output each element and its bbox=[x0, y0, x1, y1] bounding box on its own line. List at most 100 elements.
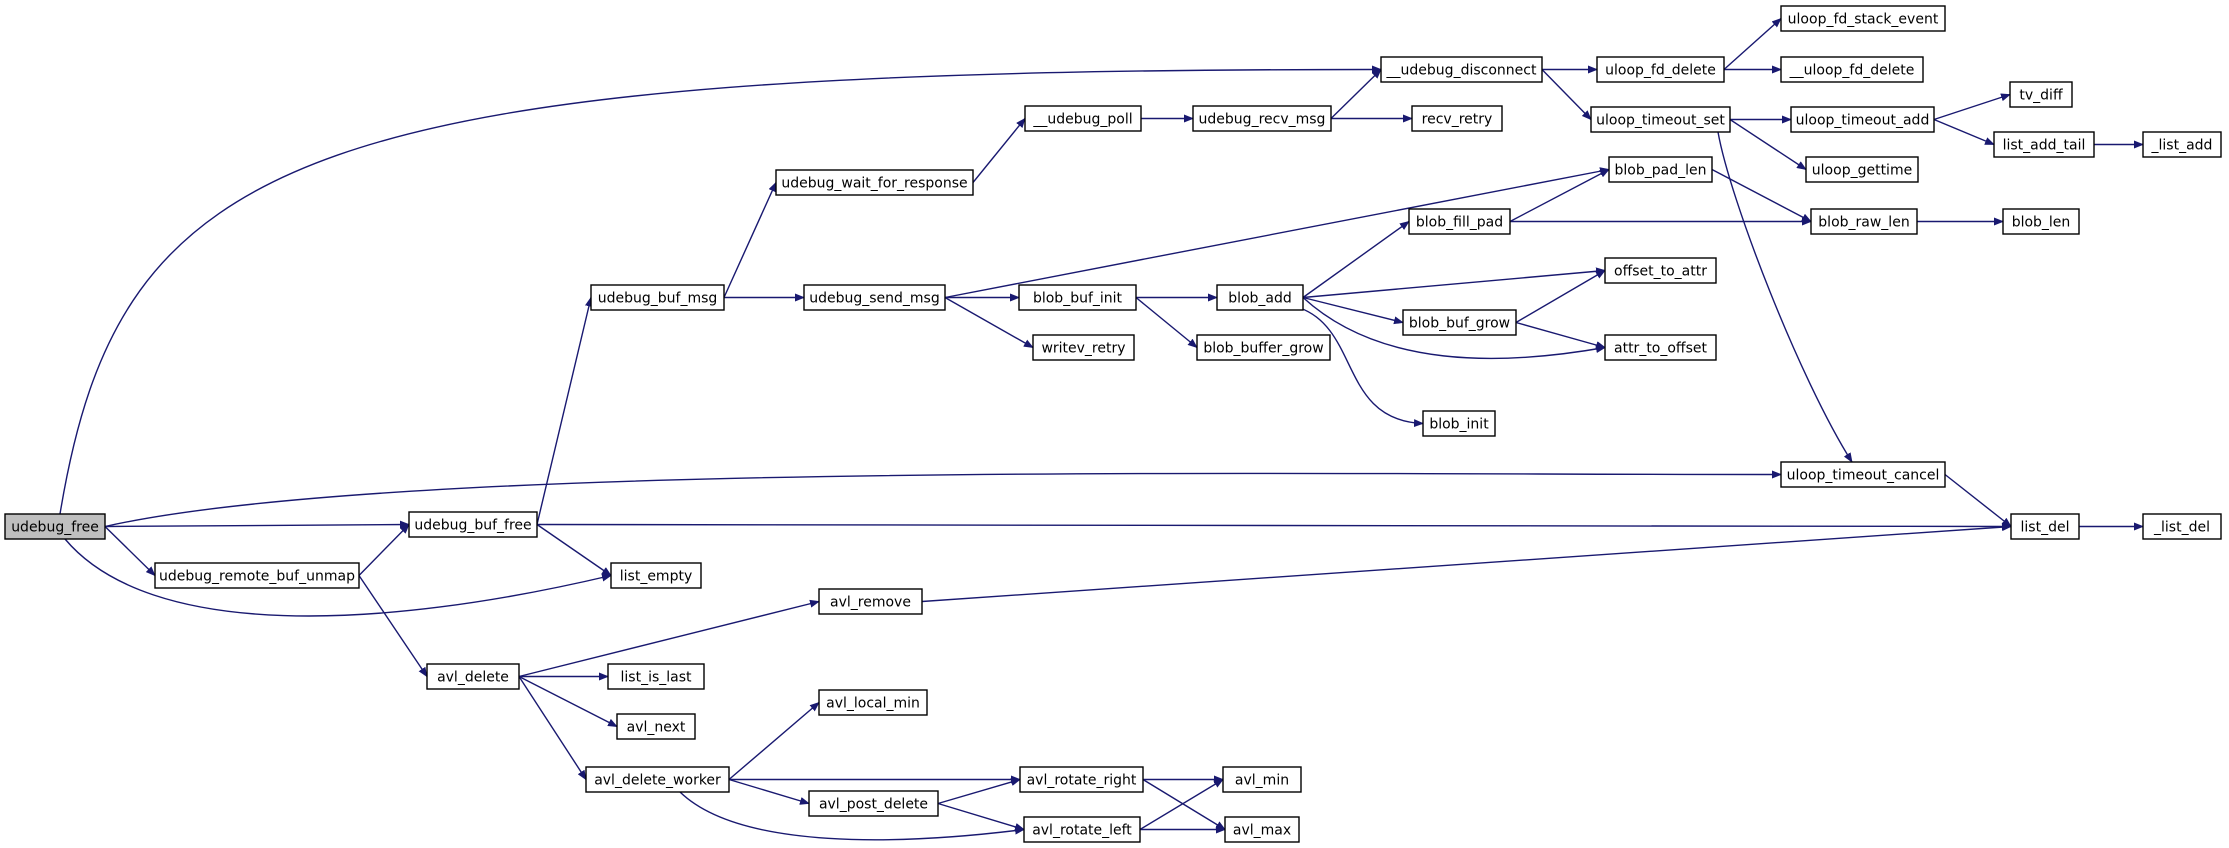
node-uloop-timeout-cancel[interactable]: uloop_timeout_cancel bbox=[1780, 461, 1946, 488]
node-box bbox=[610, 562, 702, 589]
edge bbox=[1723, 17, 1782, 71]
node-blob-add[interactable]: blob_add bbox=[1216, 284, 1304, 311]
node-label: blob_pad_len bbox=[1615, 163, 1707, 179]
edge bbox=[1515, 269, 1606, 324]
edge-blob-buf-init-to-blob-buffer-grow bbox=[1135, 296, 1198, 349]
edge-udebug-recv-msg-to-udebug-disconnect bbox=[1330, 68, 1382, 119]
node-udebug-poll[interactable]: __udebug_poll bbox=[1024, 105, 1142, 132]
node-label: tv_diff bbox=[2019, 88, 2063, 104]
node-avl-local-min[interactable]: avl_local_min bbox=[818, 689, 928, 716]
edge-blob-add-to-blob-buf-grow bbox=[1302, 296, 1404, 325]
node-label: blob_buffer_grow bbox=[1203, 341, 1323, 357]
node-udebug-buf-msg[interactable]: udebug_buf_msg bbox=[590, 284, 725, 311]
node-udebug-disconnect[interactable]: __udebug_disconnect bbox=[1380, 56, 1543, 83]
edge-avl-delete-worker-to-avl-post-delete bbox=[728, 778, 810, 805]
node-avl-rotate-left[interactable]: avl_rotate_left bbox=[1023, 816, 1141, 843]
node-label: uloop_timeout_set bbox=[1596, 113, 1725, 129]
node-box bbox=[616, 713, 696, 740]
node-label: udebug_wait_for_response bbox=[781, 176, 967, 192]
edge bbox=[104, 520, 410, 529]
node-blob-pad-len[interactable]: blob_pad_len bbox=[1608, 156, 1713, 183]
node-box bbox=[2142, 131, 2222, 158]
node-avl-delete-worker[interactable]: avl_delete_worker bbox=[585, 766, 730, 793]
edge-avl-remove-to-list-del bbox=[921, 523, 2012, 603]
node-uloop-timeout-add[interactable]: uloop_timeout_add bbox=[1790, 106, 1935, 133]
node-list-is-last[interactable]: list_is_last bbox=[607, 663, 705, 690]
node-uloop-gettime[interactable]: uloop_gettime bbox=[1805, 156, 1919, 183]
edge-uloop-timeout-add-to-list-add-tail bbox=[1933, 118, 1995, 146]
edge-udebug-buf-msg-to-udebug-wait-for-response bbox=[723, 181, 777, 298]
node-udebug-wait-for-response[interactable]: udebug_wait_for_response bbox=[775, 169, 974, 196]
edge-udebug-free-to-uloop-timeout-cancel bbox=[104, 470, 1782, 528]
node-tv-diff[interactable]: tv_diff bbox=[2009, 81, 2073, 108]
edge bbox=[358, 523, 410, 576]
edge-avl-delete-to-avl-next bbox=[518, 675, 618, 728]
node-attr-to-offset[interactable]: attr_to_offset bbox=[1604, 334, 1717, 361]
node-label: udebug_send_msg bbox=[809, 291, 940, 307]
edge bbox=[1302, 267, 1606, 299]
node-blob-init[interactable]: blob_init bbox=[1422, 410, 1496, 437]
node-avl-remove[interactable]: avl_remove bbox=[818, 588, 923, 615]
node-avl-next[interactable]: avl_next bbox=[616, 713, 696, 740]
node-avl-delete[interactable]: avl_delete bbox=[426, 663, 520, 690]
node-box bbox=[1604, 334, 1717, 361]
node-label: __udebug_poll bbox=[1032, 112, 1132, 128]
node-label: avl_post_delete bbox=[819, 797, 928, 813]
edge-blob-add-to-offset-to-attr bbox=[1302, 267, 1606, 299]
node-box bbox=[1222, 766, 1302, 793]
node-udebug-recv-msg[interactable]: udebug_recv_msg bbox=[1192, 105, 1332, 132]
node-box bbox=[1380, 56, 1543, 83]
edge-udebug-wait-for-response-to-udebug-poll bbox=[972, 117, 1026, 183]
node-uloop-fd-stack-event[interactable]: uloop_fd_stack_event bbox=[1780, 5, 1946, 32]
node-blob-raw-len[interactable]: blob_raw_len bbox=[1810, 208, 1918, 235]
node-blob-len[interactable]: blob_len bbox=[2002, 208, 2080, 235]
node-list-del[interactable]: _list_del bbox=[2142, 513, 2222, 540]
node-label: blob_init bbox=[1429, 417, 1489, 433]
node-blob-buf-init[interactable]: blob_buf_init bbox=[1018, 284, 1137, 311]
edge-udebug-buf-free-to-list-empty bbox=[536, 523, 612, 577]
edge bbox=[64, 538, 612, 617]
node-box bbox=[1590, 106, 1731, 133]
node-box bbox=[1402, 309, 1517, 336]
node-blob-buf-grow[interactable]: blob_buf_grow bbox=[1402, 309, 1517, 336]
node-box bbox=[1032, 334, 1135, 361]
node-offset-to-attr[interactable]: offset_to_attr bbox=[1604, 257, 1717, 284]
node-label: uloop_fd_stack_event bbox=[1788, 12, 1939, 28]
node-uloop-fd-delete[interactable]: __uloop_fd_delete bbox=[1780, 56, 1924, 83]
edge bbox=[679, 791, 1025, 841]
node-udebug-free[interactable]: udebug_free bbox=[4, 513, 106, 540]
edge bbox=[1142, 778, 1226, 831]
edge bbox=[937, 778, 1021, 805]
node-box bbox=[1216, 284, 1304, 311]
node-avl-max[interactable]: avl_max bbox=[1224, 816, 1300, 843]
edge-avl-post-delete-to-avl-rotate-left bbox=[937, 802, 1025, 831]
node-blob-fill-pad[interactable]: blob_fill_pad bbox=[1408, 208, 1511, 235]
node-udebug-remote-buf-unmap[interactable]: udebug_remote_buf_unmap bbox=[154, 562, 360, 589]
edge bbox=[1302, 296, 1606, 360]
edge bbox=[728, 778, 810, 805]
edge bbox=[944, 296, 1034, 349]
node-list-add-tail[interactable]: list_add_tail bbox=[1993, 131, 2095, 158]
node-label: _list_del bbox=[2153, 520, 2210, 536]
edge bbox=[358, 575, 428, 678]
node-avl-post-delete[interactable]: avl_post_delete bbox=[808, 790, 939, 817]
node-recv-retry[interactable]: recv_retry bbox=[1411, 105, 1503, 132]
node-udebug-buf-free[interactable]: udebug_buf_free bbox=[408, 511, 538, 538]
node-uloop-fd-delete[interactable]: uloop_fd_delete bbox=[1596, 56, 1725, 83]
edge-uloop-timeout-set-to-uloop-timeout-cancel bbox=[1717, 131, 1853, 463]
node-blob-buffer-grow[interactable]: blob_buffer_grow bbox=[1196, 334, 1331, 361]
edge bbox=[104, 470, 1782, 528]
node-label: recv_retry bbox=[1422, 112, 1493, 128]
node-label: blob_buf_init bbox=[1033, 291, 1123, 307]
node-uloop-timeout-set[interactable]: uloop_timeout_set bbox=[1590, 106, 1731, 133]
node-writev-retry[interactable]: writev_retry bbox=[1032, 334, 1135, 361]
node-box bbox=[1023, 816, 1141, 843]
node-avl-rotate-right[interactable]: avl_rotate_right bbox=[1019, 766, 1144, 793]
node-list-add[interactable]: _list_add bbox=[2142, 131, 2222, 158]
node-box bbox=[426, 663, 520, 690]
node-list-empty[interactable]: list_empty bbox=[610, 562, 702, 589]
node-udebug-send-msg[interactable]: udebug_send_msg bbox=[803, 284, 946, 311]
node-list-del[interactable]: list_del bbox=[2010, 513, 2080, 540]
node-label: avl_delete_worker bbox=[594, 773, 721, 789]
node-avl-min[interactable]: avl_min bbox=[1222, 766, 1302, 793]
